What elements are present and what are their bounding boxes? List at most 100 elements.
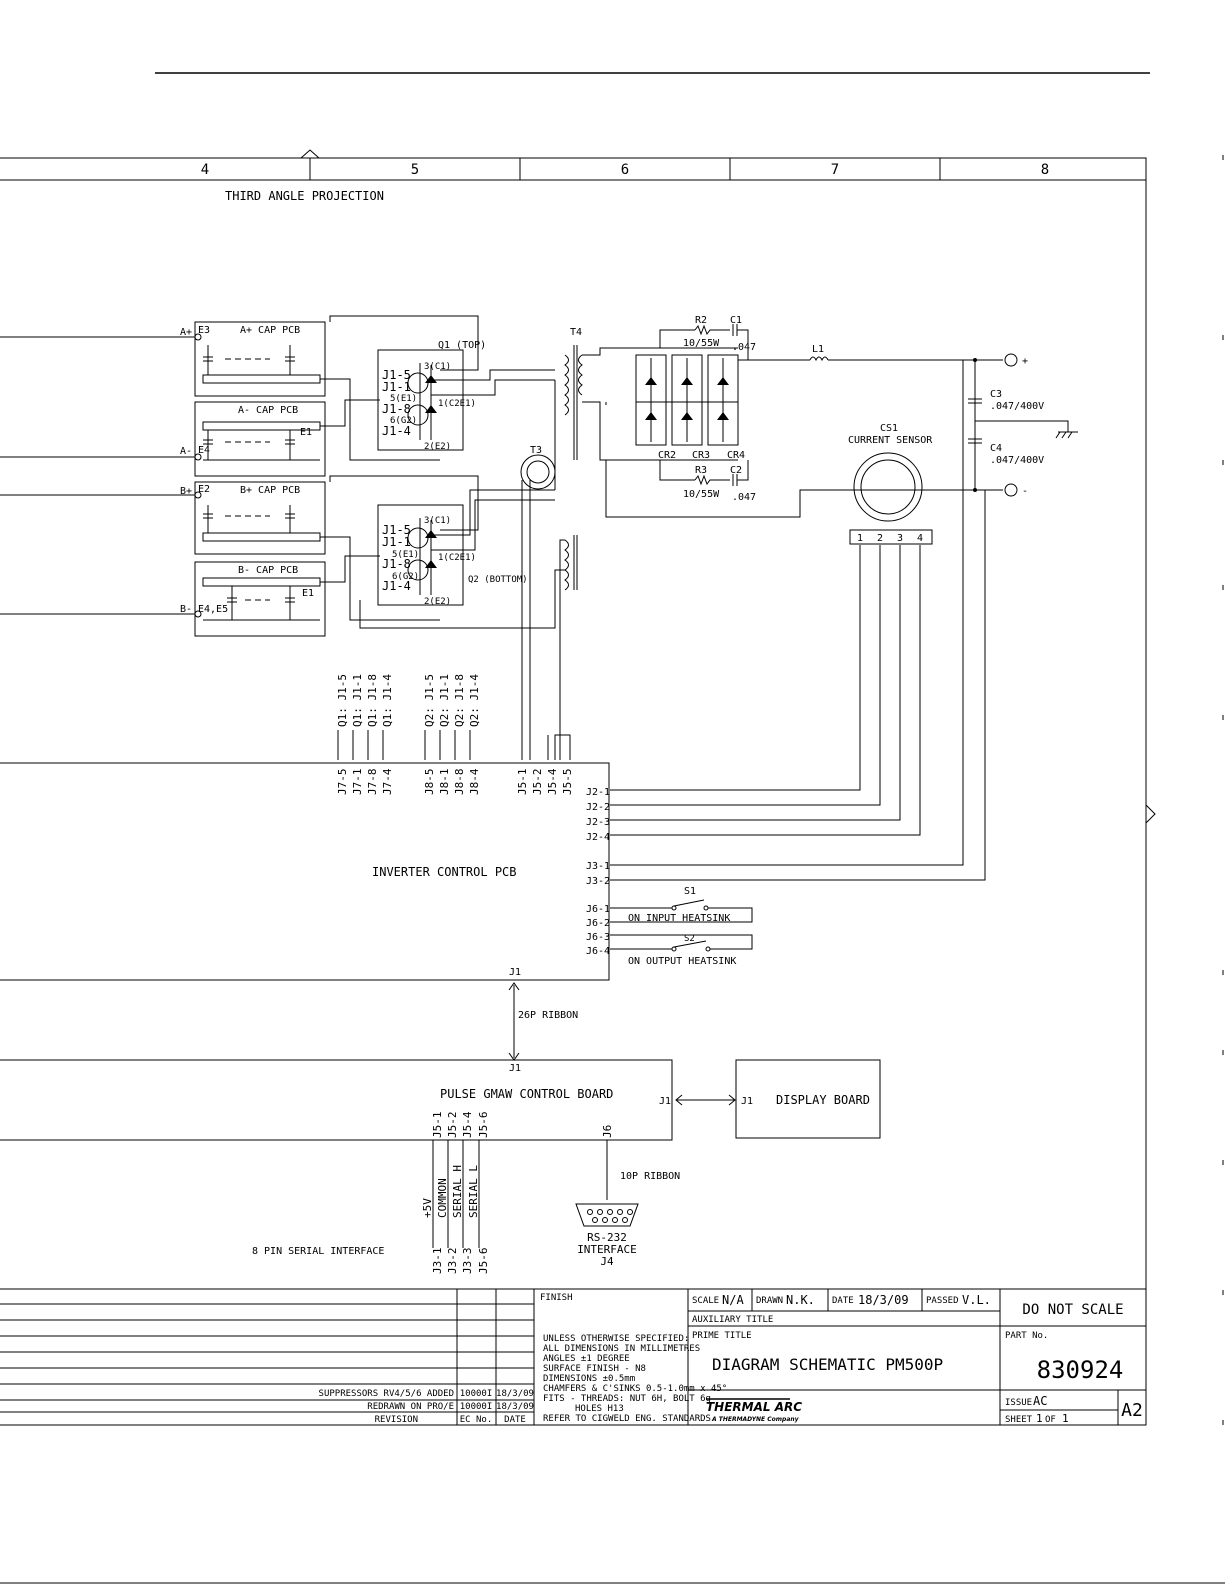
connector-label: E4,E5 bbox=[198, 604, 228, 615]
component-label: C1 bbox=[730, 315, 742, 326]
component-value: .047 bbox=[732, 342, 756, 353]
component-label: C4 bbox=[990, 443, 1002, 454]
component-label: C3 bbox=[990, 389, 1002, 400]
title-block bbox=[687, 1289, 1146, 1425]
logo-subtext: A THERMADYNE Company bbox=[711, 1416, 800, 1423]
passed-value: V.L. bbox=[962, 1293, 991, 1307]
connector-tag: J5-5 bbox=[561, 769, 574, 796]
pin-label: J3-1 bbox=[586, 861, 610, 872]
prime-title: DIAGRAM SCHEMATIC PM500P bbox=[712, 1355, 943, 1374]
pin-label: J2-2 bbox=[586, 802, 610, 813]
signal-label: +5V bbox=[421, 1198, 434, 1218]
connector-label: E1 bbox=[300, 427, 312, 438]
connector-tag: J5-6 bbox=[477, 1112, 490, 1139]
component-value: 10/55W bbox=[683, 489, 720, 500]
interface-label: RS-232 bbox=[587, 1231, 627, 1244]
zone-label: 5 bbox=[411, 162, 419, 178]
tolerance-note: FITS - THREADS: NUT 6H, BOLT 6g bbox=[543, 1394, 711, 1404]
pin-label: J1-1 bbox=[382, 380, 411, 394]
thermal-arc-logo: THERMAL ARC A THERMADYNE Company bbox=[706, 1398, 802, 1423]
pin-label: 3 bbox=[897, 533, 903, 544]
component-value: 10/55W bbox=[683, 338, 720, 349]
transformers bbox=[359, 345, 650, 760]
signal-label: SERIAL H bbox=[451, 1165, 464, 1218]
pin-label: 1 bbox=[857, 533, 863, 544]
ribbon-label: 26P RIBBON bbox=[518, 1010, 578, 1021]
output-stage bbox=[610, 353, 1078, 881]
connector-tag: J5-4 bbox=[546, 768, 559, 795]
connector-tag: J3-3 bbox=[461, 1248, 474, 1275]
pin-label: J2-3 bbox=[586, 817, 610, 828]
connector-tag: J5-4 bbox=[461, 1111, 474, 1138]
tolerance-note: HOLES H13 bbox=[575, 1404, 624, 1414]
pin-label: J1-4 bbox=[382, 579, 411, 593]
interface-label: J4 bbox=[600, 1255, 614, 1268]
tolerance-note: ALL DIMENSIONS IN MILLIMETRES bbox=[543, 1344, 700, 1354]
connector-tag: Q2: J1-1 bbox=[438, 674, 451, 727]
sheet-total: 1 bbox=[1062, 1412, 1069, 1425]
connector-tag: J7-1 bbox=[351, 769, 364, 796]
component-label: S1 bbox=[684, 886, 696, 897]
connector-tag: J5-1 bbox=[516, 769, 529, 796]
component-value: .047/400V bbox=[990, 455, 1044, 466]
connector-tag: J8-1 bbox=[438, 769, 451, 796]
zone-label: 8 bbox=[1041, 162, 1049, 178]
board-title: PULSE GMAW CONTROL BOARD bbox=[440, 1087, 613, 1101]
connector-tag: J8-5 bbox=[423, 769, 436, 796]
terminal-label: A- bbox=[180, 446, 192, 457]
drawn-value: N.K. bbox=[786, 1293, 815, 1307]
board-title: B- CAP PCB bbox=[238, 565, 298, 576]
terminal-label: A+ bbox=[180, 327, 192, 338]
connector-tag: J7-8 bbox=[366, 769, 379, 796]
rectifier-bridge bbox=[605, 324, 1003, 518]
drawn-label: DRAWN bbox=[756, 1296, 783, 1306]
inverter-board bbox=[0, 480, 610, 1061]
connector-tag: Q2: J1-5 bbox=[423, 674, 436, 727]
revision-header: REVISION bbox=[375, 1415, 418, 1425]
component-label: CR4 bbox=[727, 450, 745, 461]
signal-label: SERIAL L bbox=[467, 1165, 480, 1218]
pin-label: 4 bbox=[917, 533, 923, 544]
igbt-modules bbox=[377, 349, 555, 606]
connector-label: J1 bbox=[509, 1063, 521, 1074]
cap-boards bbox=[194, 321, 326, 637]
revision-date: 18/3/09 bbox=[496, 1389, 534, 1399]
connector-tag: J8-8 bbox=[453, 769, 466, 796]
tolerance-note: UNLESS OTHERWISE SPECIFIED: bbox=[543, 1334, 689, 1344]
tolerance-note: REFER TO CIGWELD ENG. STANDARDS bbox=[543, 1414, 711, 1424]
component-label: T4 bbox=[570, 327, 582, 338]
revision-ec: 10000I bbox=[460, 1389, 493, 1399]
aux-title-label: AUXILIARY TITLE bbox=[692, 1315, 773, 1325]
sheet-value: 1 bbox=[1036, 1412, 1043, 1425]
pin-tag: 3(C1) bbox=[424, 362, 451, 372]
connector-tag: J5-2 bbox=[446, 1112, 459, 1139]
display-board bbox=[735, 1059, 881, 1139]
component-label: CR2 bbox=[658, 450, 676, 461]
connector-label: E4 bbox=[198, 445, 210, 456]
connector-tag: Q2: J1-8 bbox=[453, 674, 466, 727]
dc-bus-wires bbox=[0, 315, 479, 621]
zone-label: 6 bbox=[621, 162, 629, 178]
connector-label: J1 bbox=[659, 1096, 671, 1107]
board-title: DISPLAY BOARD bbox=[776, 1093, 870, 1107]
output-minus-label: - bbox=[1022, 486, 1028, 497]
component-label: T3 bbox=[530, 445, 542, 456]
pin-label: J1-4 bbox=[382, 424, 411, 438]
revision-desc: REDRAWN ON PRO/E bbox=[367, 1402, 454, 1412]
connector-tag: Q2: J1-4 bbox=[468, 674, 481, 727]
pin-label: J6-4 bbox=[586, 946, 610, 957]
component-label: CR3 bbox=[692, 450, 710, 461]
pin-label: J1-8 bbox=[382, 557, 411, 571]
connector-tag: J5-6 bbox=[477, 1248, 490, 1275]
module-label: Q2 (BOTTOM) bbox=[468, 575, 528, 585]
pin-label: 2 bbox=[877, 533, 883, 544]
projection-note: THIRD ANGLE PROJECTION bbox=[225, 189, 384, 203]
pin-tag: 1(C2E1) bbox=[438, 553, 476, 563]
pin-label: J1-8 bbox=[382, 402, 411, 416]
pin-sub: 5(E1) bbox=[390, 394, 417, 404]
connector-label: E3 bbox=[198, 325, 210, 336]
rs232-connector bbox=[575, 1203, 639, 1227]
tolerance-note: ANGLES ±1 DEGREE bbox=[543, 1354, 630, 1364]
